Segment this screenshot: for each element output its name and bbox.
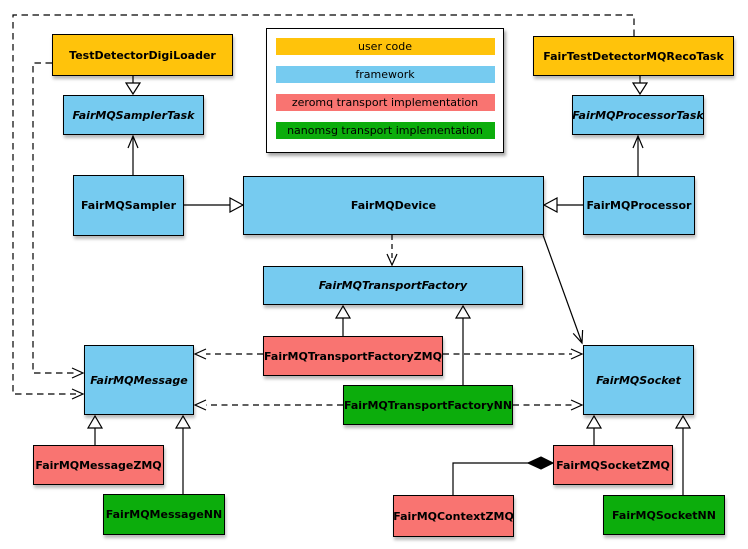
edge-recotask-message (12, 14, 635, 400)
edge-contextzmq-socketzmq (452, 456, 555, 495)
node-fairmqtransportfactorynn: FairMQTransportFactoryNN (343, 385, 513, 425)
node-label: FairTestDetectorMQRecoTask (543, 49, 724, 63)
node-label: TestDetectorDigiLoader (69, 48, 216, 62)
edge-socketzmq-socket (585, 414, 603, 445)
node-fairmqsocketnn: FairMQSocketNN (603, 495, 725, 535)
node-testdetectordigiloader: TestDetectorDigiLoader (52, 34, 233, 76)
node-label: FairMQDevice (350, 199, 437, 212)
node-fairmqprocessor: FairMQProcessor (583, 176, 695, 235)
node-label: FairMQSampler (80, 199, 177, 212)
node-label: FairMQSamplerTask (72, 108, 195, 122)
node-label: FairMQProcessor (586, 199, 692, 212)
legend-item-nanomsg: nanomsg transport implementation (275, 122, 495, 139)
node-fairmqmessage: FairMQMessage (84, 345, 194, 415)
node-fairmqtransportfactory: FairMQTransportFactory (263, 266, 523, 305)
edge-tfnn-transportfactory (454, 304, 472, 385)
node-label: FairMQTransportFactoryZMQ (264, 349, 442, 363)
legend: user code framework zeromq transport imp… (266, 28, 504, 153)
node-label: FairMQTransportFactoryNN (343, 398, 513, 412)
edge-messagezmq-message (86, 414, 104, 445)
edge-sampler-samplertask (127, 134, 139, 175)
edge-recotask-processortask (631, 76, 649, 96)
edge-processor-processortask (632, 134, 644, 176)
edge-socketnn-socket (674, 414, 692, 495)
node-fairmqmessagenn: FairMQMessageNN (103, 494, 225, 535)
legend-item-zeromq: zeromq transport implementation (275, 94, 495, 111)
node-label: FairMQSocket (596, 373, 681, 387)
edge-messagenn-message (174, 414, 192, 494)
node-fairmqsampler: FairMQSampler (73, 175, 184, 236)
legend-item-framework: framework (275, 66, 495, 83)
node-fairmqsamplertask: FairMQSamplerTask (63, 95, 204, 135)
legend-label: nanomsg transport implementation (287, 124, 483, 137)
node-fairmqsocketzmq: FairMQSocketZMQ (553, 445, 673, 485)
node-label: FairMQSocketNN (612, 508, 716, 522)
node-label: FairMQTransportFactory (318, 279, 468, 292)
node-label: FairMQMessageZMQ (35, 458, 162, 472)
node-label: FairMQMessageNN (105, 508, 223, 521)
node-fairmqsocket: FairMQSocket (583, 345, 694, 415)
edge-tfnn-socket (513, 399, 584, 411)
edge-digiloader-samplertask (124, 76, 142, 96)
edge-processor-device (542, 196, 583, 214)
legend-label: user code (357, 40, 413, 53)
node-fairtestdetectormqrecotask: FairTestDetectorMQRecoTask (533, 36, 734, 76)
edge-device-socket (542, 234, 584, 345)
node-label: FairMQProcessorTask (572, 108, 704, 122)
node-fairmqcontextzmq: FairMQContextZMQ (393, 495, 514, 537)
legend-item-user-code: user code (275, 38, 495, 55)
edge-tfnn-message (193, 399, 343, 411)
legend-label: framework (355, 68, 415, 81)
node-fairmqprocessortask: FairMQProcessorTask (572, 95, 704, 135)
edge-tfzmq-socket (443, 348, 584, 360)
edge-device-transportfactory (386, 235, 398, 267)
node-fairmqdevice: FairMQDevice (243, 176, 544, 235)
edge-tfzmq-transportfactory (334, 304, 352, 336)
legend-label: zeromq transport implementation (291, 96, 479, 109)
node-fairmqtransportfactoryzmq: FairMQTransportFactoryZMQ (263, 336, 443, 376)
node-label: FairMQMessage (90, 373, 188, 387)
node-fairmqmessagezmq: FairMQMessageZMQ (33, 445, 164, 485)
edge-tfzmq-message (193, 348, 263, 360)
edge-sampler-device (184, 196, 245, 214)
node-label: FairMQSocketZMQ (556, 458, 670, 472)
edge-digiloader-message (32, 62, 85, 379)
node-label: FairMQContextZMQ (393, 509, 514, 523)
